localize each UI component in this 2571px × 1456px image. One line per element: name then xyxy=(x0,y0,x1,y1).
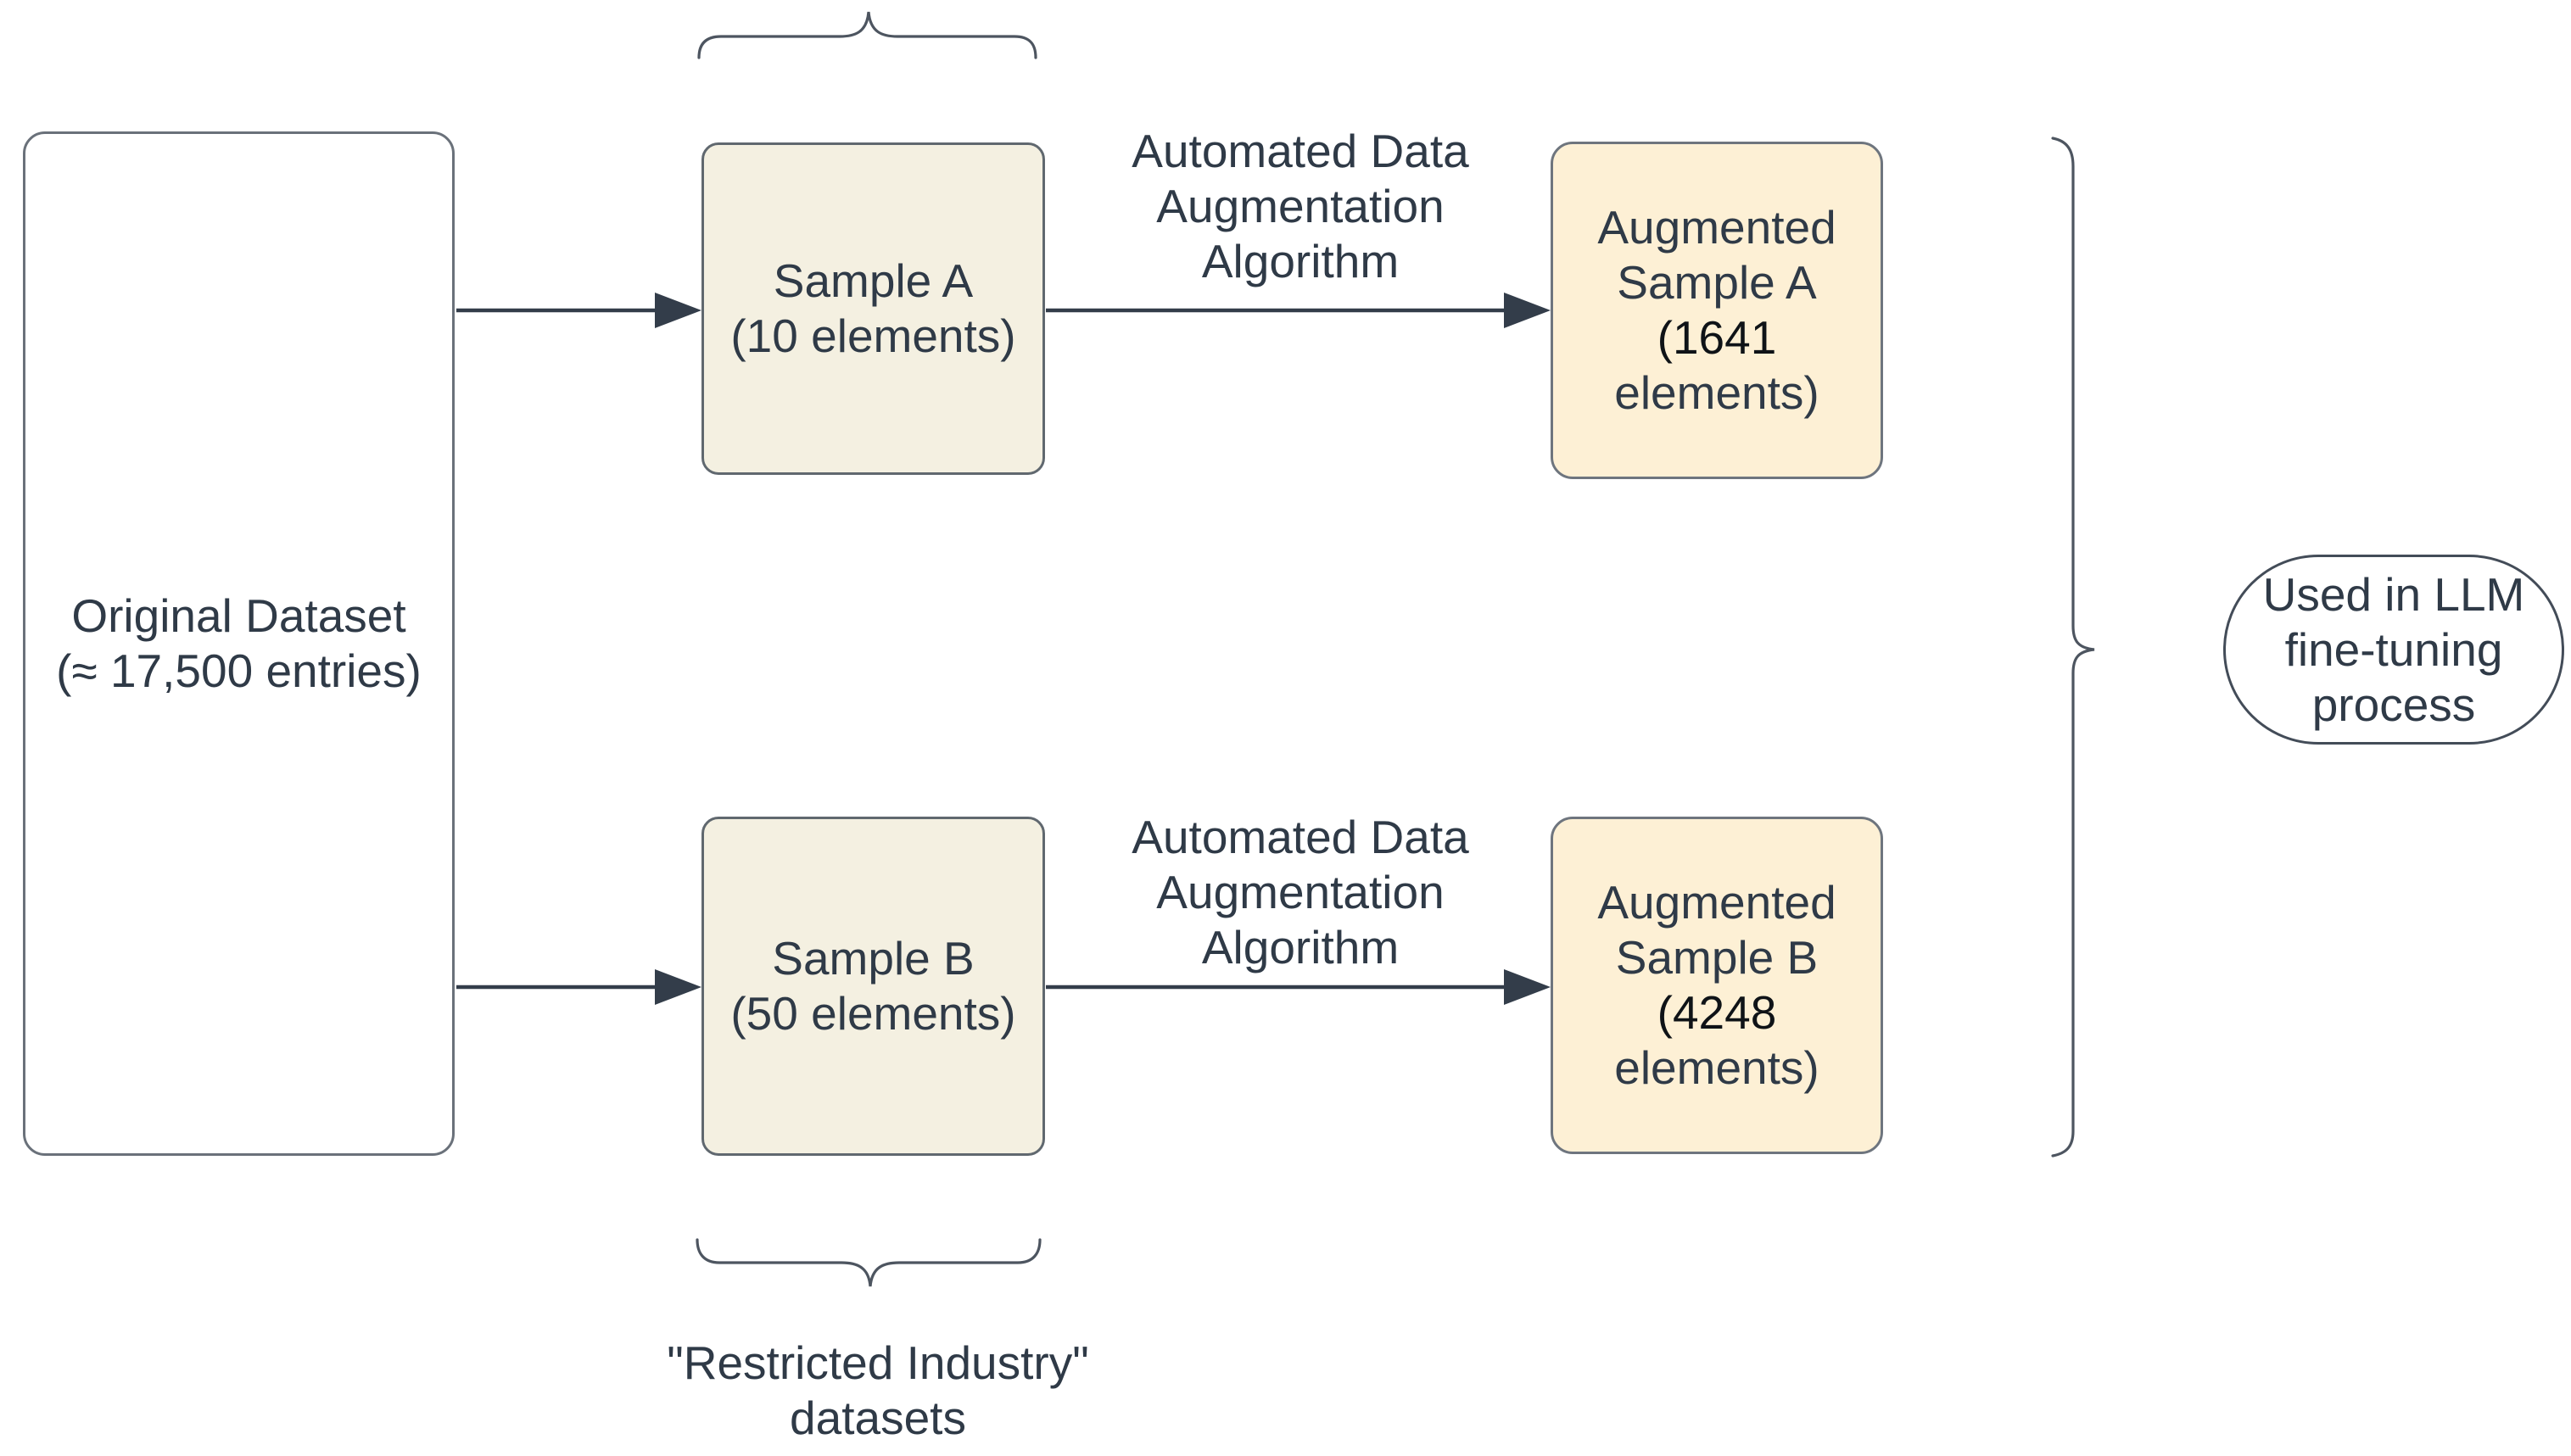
node-label-line: fine-tuning xyxy=(2284,622,2503,676)
node-llm-finetuning-terminator: Used in LLM fine-tuning process xyxy=(2223,555,2564,745)
node-label-line: Sample A xyxy=(773,254,974,307)
node-augmented-sample-b: Augmented Sample B (4248 elements) xyxy=(1551,817,1883,1154)
label-line: Algorithm xyxy=(1201,921,1400,973)
node-label-line: Used in LLM xyxy=(2262,567,2525,621)
node-label-line: Augmented xyxy=(1597,201,1836,254)
braces xyxy=(696,11,2095,1287)
node-sample-a: Sample A (10 elements) xyxy=(701,142,1045,475)
right-brace xyxy=(2051,137,2095,1158)
label-augmentation-algorithm-top: Automated Data Augmentation Algorithm xyxy=(1088,124,1512,289)
arrowhead-augmented-b xyxy=(1504,969,1551,1005)
label-line: Augmentation xyxy=(1156,180,1445,232)
label-line: Automated Data xyxy=(1132,811,1469,863)
node-sample-b: Sample B (50 elements) xyxy=(701,817,1045,1156)
node-label-line: Sample A xyxy=(1617,256,1817,309)
node-label-line: Sample B xyxy=(1615,931,1819,984)
arrowhead-sample-a xyxy=(655,293,701,328)
node-label-line: (4248 xyxy=(1657,986,1777,1039)
arrowhead-sample-b xyxy=(655,969,701,1005)
label-restricted-industry-datasets: "Restricted Industry" datasets xyxy=(623,1336,1132,1446)
node-label-line: (50 elements) xyxy=(730,987,1016,1040)
label-line: "Restricted Industry" xyxy=(667,1336,1089,1389)
label-augmentation-algorithm-bottom: Automated Data Augmentation Algorithm xyxy=(1088,810,1512,975)
node-label-line: Original Dataset xyxy=(71,589,406,642)
bottom-brace xyxy=(696,1238,1042,1287)
node-label-line: Sample B xyxy=(772,932,975,985)
label-line: Algorithm xyxy=(1201,235,1400,287)
label-line: Automated Data xyxy=(1132,125,1469,177)
arrow-lines xyxy=(456,308,1512,990)
label-line: datasets xyxy=(790,1392,966,1444)
node-label-line: (1641 xyxy=(1657,311,1777,364)
label-line: Augmentation xyxy=(1156,866,1445,918)
node-label-line: elements) xyxy=(1614,366,1819,419)
arrowhead-augmented-a xyxy=(1504,293,1551,328)
node-label-line: process xyxy=(2311,678,2476,731)
arrow-heads xyxy=(655,293,1551,1005)
top-brace xyxy=(697,11,1037,59)
node-augmented-sample-a: Augmented Sample A (1641 elements) xyxy=(1551,142,1883,479)
node-label-line: (≈ 17,500 entries) xyxy=(56,644,422,697)
node-original-dataset: Original Dataset (≈ 17,500 entries) xyxy=(23,131,455,1156)
node-label-line: elements) xyxy=(1614,1041,1819,1094)
node-label-line: (10 elements) xyxy=(730,310,1016,362)
node-label-line: Augmented xyxy=(1597,876,1836,929)
